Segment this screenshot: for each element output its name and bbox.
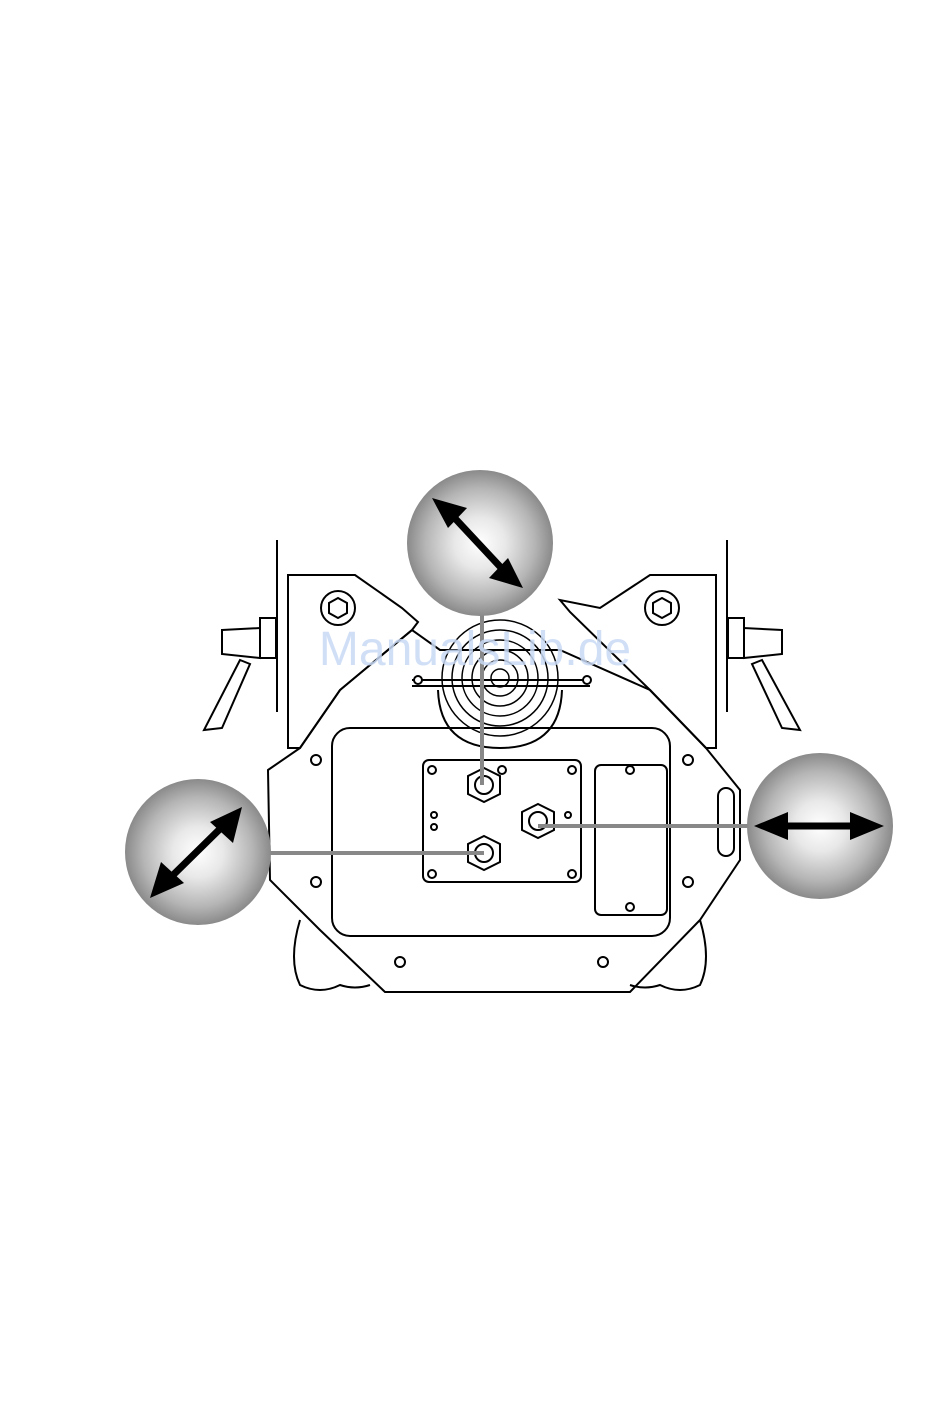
callout-right: [747, 753, 893, 899]
right-access-panel: [595, 765, 667, 915]
leader-lines: [270, 612, 750, 853]
right-yoke-arm: [560, 575, 716, 748]
fan-grille: [442, 620, 558, 736]
side-handle-slot: [718, 788, 734, 856]
center-plate: [423, 760, 581, 882]
callout-top: [407, 470, 553, 616]
callout-left: [125, 779, 271, 925]
left-foot: [294, 920, 370, 990]
left-clamp: [204, 540, 277, 730]
right-clamp: [727, 540, 800, 730]
screws: [311, 676, 693, 967]
fixture-body: [268, 575, 740, 992]
